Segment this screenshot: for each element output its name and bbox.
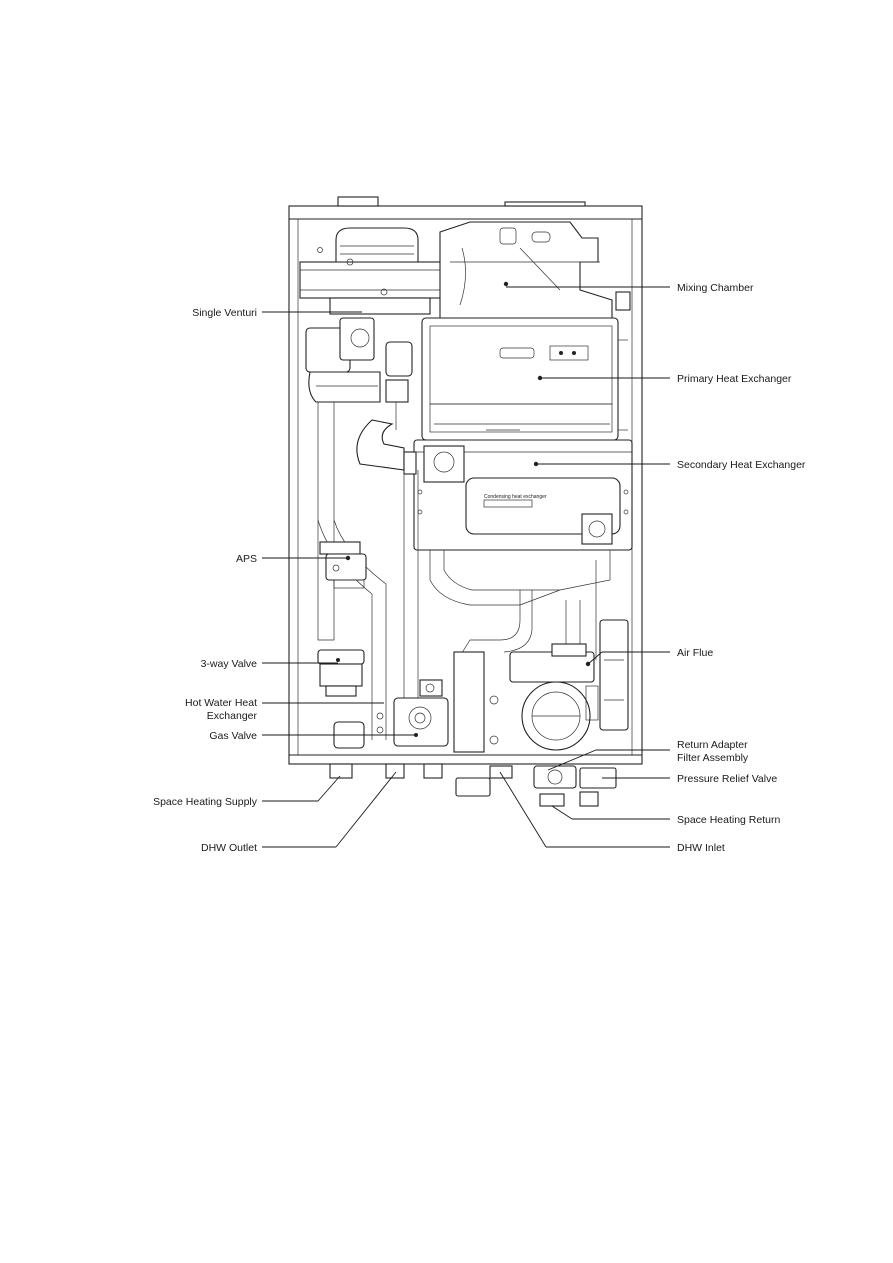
centre-pipework xyxy=(429,550,611,660)
label-primary-heat-exchanger: Primary Heat Exchanger xyxy=(677,373,792,385)
label-dhw-outlet: DHW Outlet xyxy=(201,842,257,854)
label-hot-water-hx-line2: Exchanger xyxy=(207,710,258,722)
pump-part xyxy=(489,643,599,751)
leader-lines xyxy=(262,286,670,848)
fan-assembly xyxy=(299,227,449,315)
label-space-heating-return: Space Heating Return xyxy=(677,814,780,826)
condensing-hx-plate-text: Condensing heat exchanger xyxy=(484,494,547,500)
bottom-connections xyxy=(329,763,617,807)
secondary-heat-exchanger-part: Condensing heat exchanger xyxy=(413,439,633,551)
label-secondary-heat-exchanger: Secondary Heat Exchanger xyxy=(677,459,806,471)
label-return-adapter-line2: Filter Assembly xyxy=(677,752,749,764)
label-pressure-relief-valve: Pressure Relief Valve xyxy=(677,773,777,785)
label-return-adapter-line1: Return Adapter xyxy=(677,739,748,751)
label-gas-valve: Gas Valve xyxy=(209,730,257,742)
hot-water-heat-exchanger-part xyxy=(419,651,485,753)
gas-valve-part xyxy=(333,697,449,749)
mixing-chamber-part xyxy=(439,221,631,319)
three-way-valve-part xyxy=(317,649,365,697)
aps-part xyxy=(319,541,367,589)
label-hot-water-hx-line1: Hot Water Heat xyxy=(185,697,257,709)
label-single-venturi: Single Venturi xyxy=(192,307,257,319)
single-venturi-part xyxy=(305,317,413,403)
callout-labels: Single Venturi Mixing Chamber Primary He… xyxy=(153,282,806,854)
label-dhw-inlet: DHW Inlet xyxy=(677,842,725,854)
label-air-flue: Air Flue xyxy=(677,647,713,659)
cabinet-frame xyxy=(288,196,643,765)
label-mixing-chamber: Mixing Chamber xyxy=(677,282,754,294)
label-space-heating-supply: Space Heating Supply xyxy=(153,796,258,808)
label-aps: APS xyxy=(236,553,257,565)
label-three-way-valve: 3-way Valve xyxy=(201,658,258,670)
primary-heat-exchanger-part xyxy=(421,317,628,441)
air-flue-part xyxy=(599,619,629,731)
